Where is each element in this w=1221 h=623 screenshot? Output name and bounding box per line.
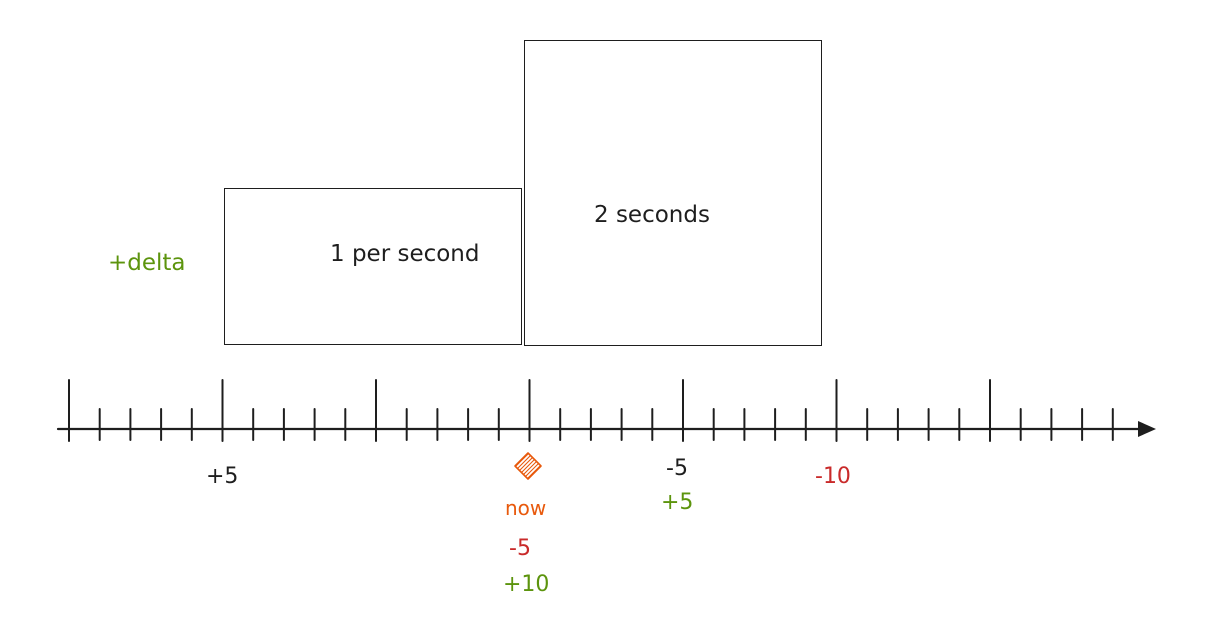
rate-box — [224, 188, 522, 345]
now-marker — [514, 452, 542, 480]
now-plus10-label: +10 — [503, 572, 550, 597]
timeline-arrow-icon — [1138, 421, 1156, 437]
tick-label-plus5-green: +5 — [661, 490, 694, 515]
now-minus5-label: -5 — [509, 536, 531, 561]
delta-label: +delta — [108, 250, 186, 276]
tick-label-plus5: +5 — [206, 464, 239, 489]
duration-box — [524, 40, 822, 346]
diamond-icon — [514, 452, 542, 480]
tick-label-minus10: -10 — [815, 464, 851, 489]
rate-box-label: 1 per second — [330, 241, 480, 267]
now-label: now — [505, 496, 547, 520]
timeline-ticks — [68, 379, 1114, 442]
duration-box-label: 2 seconds — [594, 202, 710, 228]
tick-label-minus5: -5 — [666, 456, 688, 481]
